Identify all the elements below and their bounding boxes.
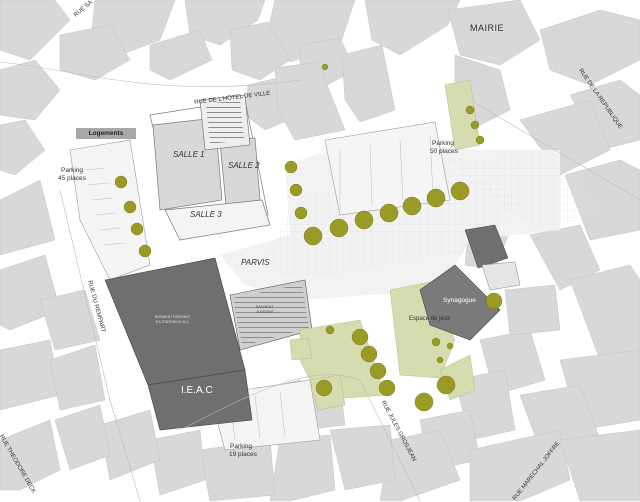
synagogue-label: Synagogue (443, 297, 476, 304)
ieac-building (147, 369, 253, 431)
synagogue-building (419, 264, 501, 341)
logements-label: Logements (76, 128, 136, 139)
batiment-b-line1: BATIMENT (256, 305, 274, 309)
mairie-label: MAIRIE (470, 23, 505, 33)
parking-east-title: Parking (432, 140, 455, 147)
batiment-a-line1: BATIMENT EXISTANT (155, 315, 191, 319)
ieac-label: I.E.A.C (181, 385, 213, 396)
parking-west-title: Parking (61, 167, 84, 174)
trees (114, 63, 503, 412)
salle3-label: SALLE 3 (190, 210, 222, 219)
salle1-label: SALLE 1 (173, 150, 205, 159)
salles-building (149, 94, 271, 241)
espace-jeux-label: Espace de jeux (409, 316, 451, 322)
batiment-b-line2: EXISTANT (257, 310, 274, 314)
parking-south-title: Parking (230, 443, 253, 450)
batiment-a-line2: EX-STATION I.E.A.C (156, 320, 189, 324)
parking-east-count: 50 places (430, 148, 458, 155)
parking-west-count: 45 places (58, 175, 86, 182)
parking-areas (69, 121, 451, 451)
parvis-label: PARVIS (241, 258, 270, 267)
salle2-label: SALLE 2 (228, 161, 260, 170)
parking-south-count: 19 places (229, 451, 257, 458)
